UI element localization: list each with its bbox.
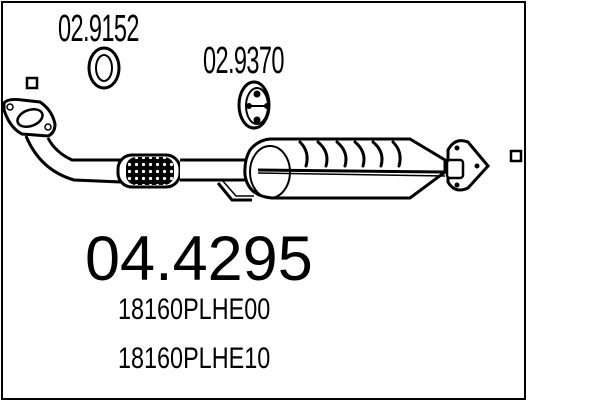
oem-code: 18160PLHE10 bbox=[118, 342, 271, 375]
catalytic-converter bbox=[243, 137, 447, 200]
left-connection-marker bbox=[25, 76, 39, 90]
accessory-part-number-gasket: 02.9152 bbox=[58, 8, 139, 50]
front-flange bbox=[2, 97, 57, 138]
accessory-part-number-hanger: 02.9370 bbox=[203, 40, 284, 82]
oxygen-sensor-wire bbox=[216, 182, 252, 202]
rear-flange bbox=[445, 139, 490, 192]
main-part-number: 04.4295 bbox=[85, 224, 313, 294]
gasket-ring-icon bbox=[87, 46, 121, 90]
front-pipe bbox=[24, 135, 124, 184]
drawing-frame bbox=[1, 1, 526, 400]
right-connection-marker bbox=[509, 149, 523, 163]
rubber-hanger-icon bbox=[237, 80, 271, 130]
flex-pipe bbox=[116, 153, 182, 189]
middle-pipe bbox=[180, 158, 252, 182]
oem-code: 18160PLHE00 bbox=[118, 293, 271, 326]
